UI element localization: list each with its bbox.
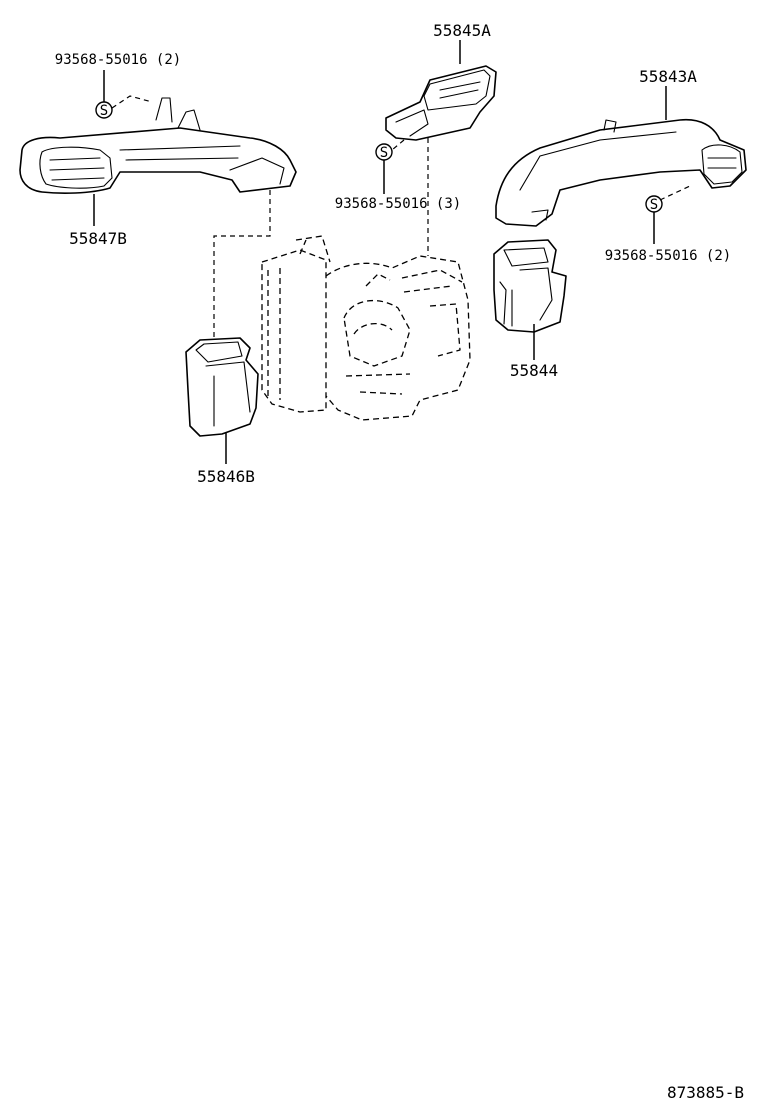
label-screw-left: 93568-55016 (2) xyxy=(55,52,181,68)
label-55843A: 55843A xyxy=(639,67,697,86)
duct-55845A xyxy=(385,65,497,141)
screw-symbol-left: S xyxy=(95,101,113,119)
duct-55843A xyxy=(495,118,747,227)
screw-symbol-center: S xyxy=(375,143,393,161)
label-55847B: 55847B xyxy=(69,229,127,248)
svg-text:S: S xyxy=(650,197,658,213)
duct-55844 xyxy=(493,239,567,333)
connection-lines xyxy=(111,95,691,338)
duct-55846B xyxy=(185,337,259,437)
svg-text:S: S xyxy=(100,103,108,119)
diagram-code: 873885-B xyxy=(667,1083,744,1102)
svg-text:S: S xyxy=(380,145,388,161)
screw-symbol-right: S xyxy=(645,195,663,213)
label-screw-center: 93568-55016 (3) xyxy=(335,196,461,212)
leader-lines xyxy=(93,40,667,464)
label-55846B: 55846B xyxy=(197,467,255,486)
label-55844: 55844 xyxy=(510,361,558,380)
label-55845A: 55845A xyxy=(433,21,491,40)
heater-unit-phantom xyxy=(261,235,471,421)
duct-55847B xyxy=(19,97,297,194)
label-screw-right: 93568-55016 (2) xyxy=(605,248,731,264)
